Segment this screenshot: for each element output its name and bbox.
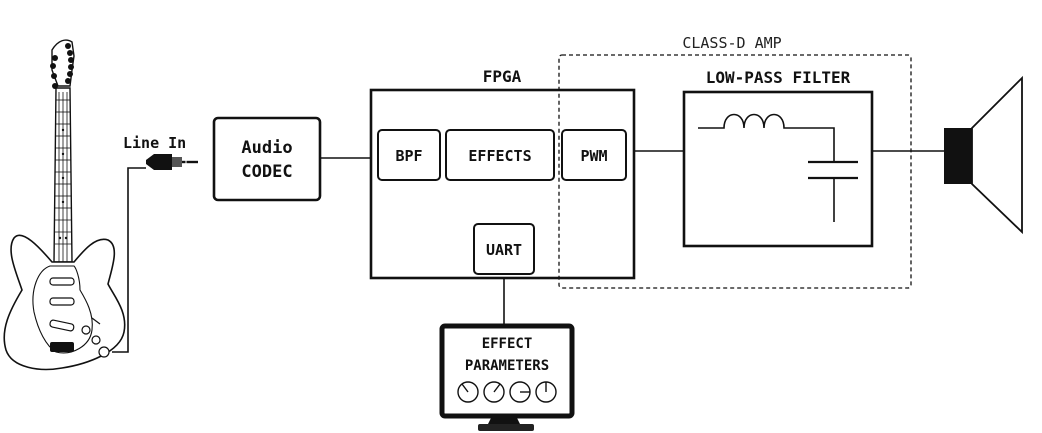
capacitor-icon (808, 160, 858, 222)
bpf-label: BPF (395, 147, 422, 165)
guitar-cable (112, 167, 146, 353)
knob-icon (509, 381, 531, 403)
knob-icon (457, 381, 479, 403)
monitor-label-line1: EFFECT (482, 336, 533, 352)
speaker-icon (944, 75, 1023, 235)
electric-guitar-icon (3, 39, 126, 371)
uart-label: UART (486, 241, 522, 259)
effects-block (445, 129, 555, 181)
knob-icon (483, 381, 505, 403)
effects-label: EFFECTS (468, 147, 531, 165)
low-pass-filter-title: LOW-PASS FILTER (706, 68, 851, 87)
bpf-block (377, 129, 441, 181)
audio-codec-label-line2: CODEC (241, 162, 292, 182)
uart-block (473, 223, 535, 275)
knob-icon (535, 381, 557, 403)
line-in-label: Line In (123, 134, 186, 152)
fpga-title: FPGA (483, 67, 522, 86)
audio-codec-label-line1: Audio (241, 138, 292, 158)
monitor-label-line2: PARAMETERS (465, 358, 549, 374)
class-d-amp-region (558, 54, 912, 289)
low-pass-filter-block (682, 90, 874, 248)
effect-knobs (457, 381, 557, 403)
line-in-jack-icon (146, 154, 198, 170)
pwm-label: PWM (580, 147, 607, 165)
class-d-amp-title: CLASS-D AMP (682, 34, 781, 52)
inductor-icon (698, 113, 835, 162)
pwm-block (561, 129, 627, 181)
audio-codec-block (212, 116, 322, 202)
